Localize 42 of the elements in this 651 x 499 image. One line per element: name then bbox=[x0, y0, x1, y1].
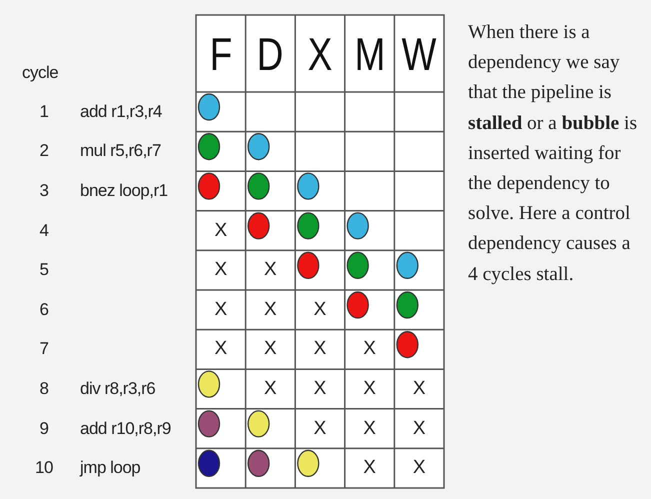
instruction-text: add r1,r3,r4 bbox=[80, 102, 162, 122]
stall-mark: X bbox=[214, 259, 228, 282]
cycle-number: 1 bbox=[40, 102, 48, 122]
column-label: cycle bbox=[22, 63, 58, 83]
instruction-text: bnez loop,r1 bbox=[80, 181, 168, 201]
cycle-number: 6 bbox=[40, 300, 48, 320]
stall-mark: X bbox=[363, 378, 376, 400]
stall-mark: X bbox=[264, 298, 277, 321]
stall-mark: X bbox=[314, 338, 326, 360]
cycle-number: 2 bbox=[40, 141, 48, 162]
stall-mark: X bbox=[264, 259, 277, 282]
stall-mark: X bbox=[363, 457, 376, 480]
instruction-text: jmp loop bbox=[80, 458, 140, 478]
stall-mark: X bbox=[412, 457, 426, 480]
stall-mark: X bbox=[412, 418, 426, 440]
stage-header: X bbox=[308, 26, 332, 80]
stall-mark: X bbox=[264, 378, 277, 400]
stall-mark: X bbox=[214, 338, 228, 360]
cycle-number: 8 bbox=[40, 379, 48, 399]
cycle-number: 3 bbox=[40, 181, 48, 201]
stage-header: M bbox=[354, 26, 385, 80]
stall-mark: X bbox=[412, 378, 426, 400]
instruction-text: mul r5,r6,r7 bbox=[80, 141, 161, 162]
stage-header: F bbox=[210, 26, 232, 80]
stall-mark: X bbox=[363, 338, 376, 360]
stage-header: D bbox=[257, 26, 284, 80]
cycle-number: 5 bbox=[40, 260, 48, 280]
cycle-number: 4 bbox=[40, 220, 48, 241]
stall-mark: X bbox=[314, 298, 326, 321]
stall-mark: X bbox=[214, 298, 228, 321]
stall-mark: X bbox=[314, 378, 326, 400]
instruction-text: div r8,r3,r6 bbox=[80, 379, 156, 399]
stall-mark: X bbox=[363, 418, 376, 440]
cycle-number: 7 bbox=[40, 339, 48, 360]
cycle-number: 9 bbox=[40, 418, 48, 439]
stall-mark: X bbox=[214, 220, 228, 242]
explanation-text: When there is a dependency we say that the pipeline is stalled or a bubble is inserted waiting for the dependency to solve. Here a control dependency causes a 4 cycles stall. bbox=[468, 21, 638, 287]
stall-mark: X bbox=[314, 418, 326, 440]
instruction-text: add r10,r8,r9 bbox=[80, 418, 171, 439]
stall-mark: X bbox=[264, 338, 277, 360]
stage-header: W bbox=[402, 26, 437, 80]
cycle-number: 10 bbox=[35, 458, 53, 478]
